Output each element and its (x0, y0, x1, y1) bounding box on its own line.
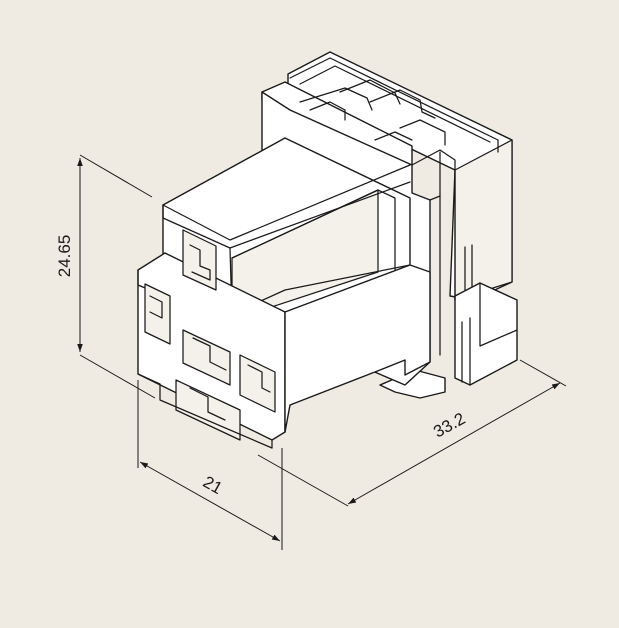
front-terminal-face (137, 229, 431, 449)
depth-value: 33.2 (430, 409, 468, 442)
height-dimension: 24.65 (55, 154, 156, 399)
width-value: 21 (200, 472, 226, 498)
depth-dimension-line (347, 382, 561, 505)
height-value: 24.65 (55, 235, 74, 278)
width-dimension-line (139, 461, 281, 542)
